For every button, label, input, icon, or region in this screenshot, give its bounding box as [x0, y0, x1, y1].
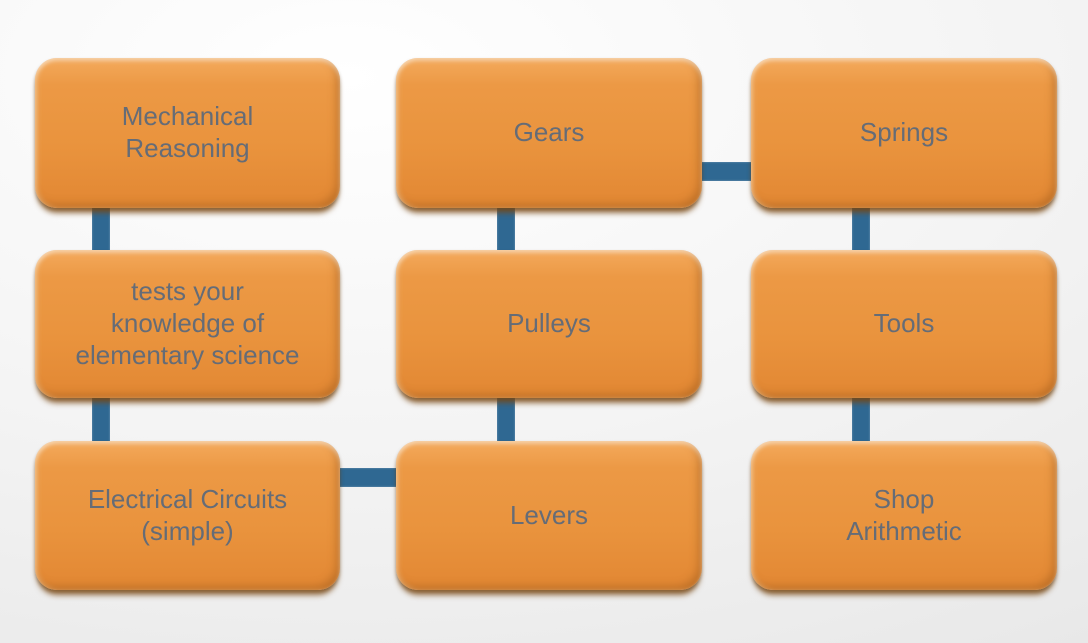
connector-tests-description-to-electrical-circuits	[92, 392, 110, 447]
node-label: Springs	[859, 117, 949, 148]
node-label: Tools	[873, 308, 935, 339]
node-label: Mechanical Reasoning	[121, 101, 254, 163]
connector-tools-to-shop-arithmetic	[852, 392, 870, 447]
node-levers: Levers	[396, 441, 702, 590]
node-label: Gears	[513, 117, 585, 148]
node-label: tests your knowledge of elementary scien…	[75, 276, 300, 370]
connector-levers-to-pulleys	[497, 392, 515, 447]
node-electrical-circuits: Electrical Circuits (simple)	[35, 441, 340, 590]
node-tools: Tools	[751, 250, 1057, 398]
connector-pulleys-to-gears	[497, 200, 515, 256]
node-springs: Springs	[751, 58, 1057, 208]
node-label: Levers	[509, 499, 589, 530]
connector-springs-to-tools	[852, 200, 870, 256]
node-shop-arithmetic: Shop Arithmetic	[751, 441, 1057, 590]
node-label: Electrical Circuits (simple)	[87, 483, 288, 546]
node-tests-description: tests your knowledge of elementary scien…	[35, 250, 340, 398]
node-pulleys: Pulleys	[396, 250, 702, 398]
node-label: Shop Arithmetic	[846, 483, 962, 546]
connector-electrical-circuits-to-levers	[336, 468, 402, 487]
node-label: Pulleys	[507, 308, 591, 339]
node-gears: Gears	[396, 58, 702, 208]
connector-gears-to-springs	[696, 162, 756, 181]
connector-mechanical-reasoning-to-tests-description	[92, 200, 110, 256]
node-mechanical-reasoning: Mechanical Reasoning	[35, 58, 340, 208]
